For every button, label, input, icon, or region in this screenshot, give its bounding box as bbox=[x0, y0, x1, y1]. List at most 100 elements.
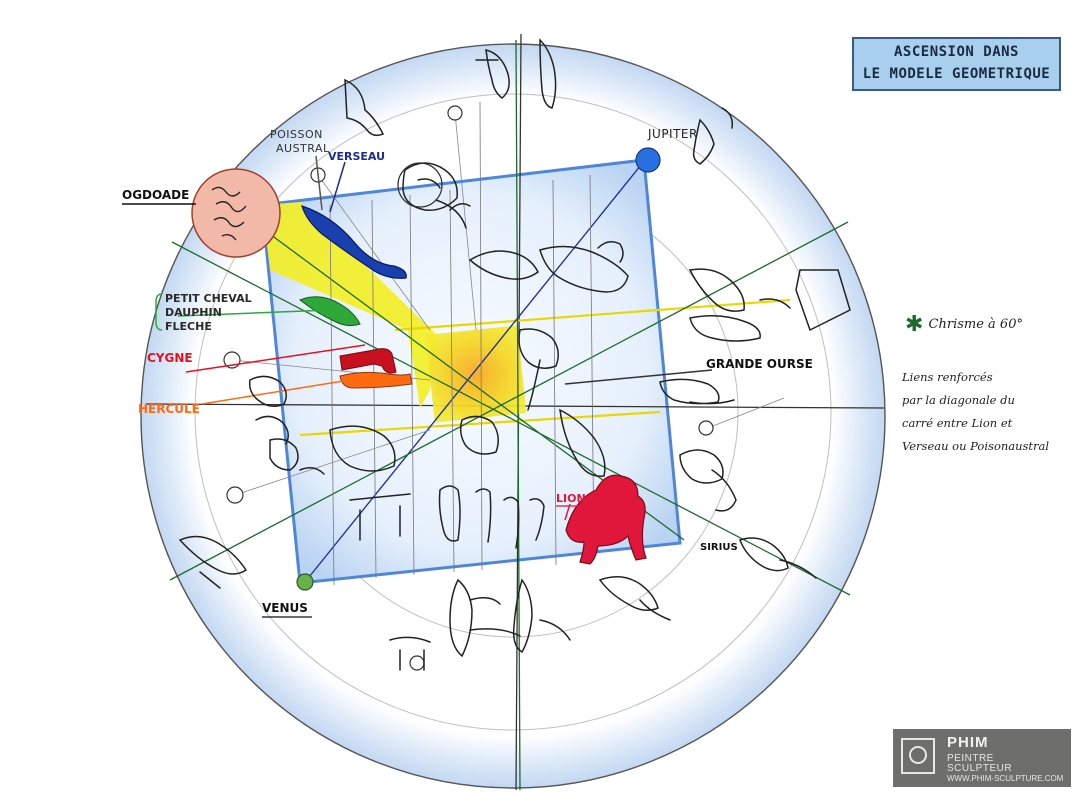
ogdoade-circle bbox=[191, 168, 281, 258]
note-line: Liens renforcés bbox=[902, 370, 993, 384]
label-petit-cheval: PETIT CHEVAL bbox=[165, 292, 252, 305]
hercule-pointer bbox=[201, 374, 381, 405]
sketch-figure bbox=[539, 241, 629, 293]
label-verseau: VERSEAU bbox=[328, 150, 385, 163]
label-jupiter: JUPITER bbox=[647, 127, 698, 141]
sketch-figure bbox=[518, 328, 559, 411]
verseau-figure bbox=[301, 205, 407, 279]
sketch-figure bbox=[559, 408, 606, 477]
grid-line bbox=[479, 101, 483, 571]
yellow-square bbox=[425, 325, 527, 423]
grid-line bbox=[449, 189, 455, 573]
petit-cheval-pointer bbox=[177, 309, 331, 317]
title-line-2: LE MODELE GEOMETRIQUE bbox=[862, 66, 1051, 82]
sketch-figure bbox=[475, 49, 510, 99]
label-fleche: FLECHE bbox=[165, 320, 212, 333]
title-box: ASCENSION DANS LE MODELE GEOMETRIQUE bbox=[852, 37, 1061, 91]
radial-guide bbox=[317, 174, 431, 331]
sketch-figure bbox=[329, 425, 396, 472]
sketch-figure bbox=[438, 485, 492, 543]
phim-logo: PHIM PEINTRE SCULPTEUR WWW.PHIM-SCULPTUR… bbox=[893, 729, 1071, 787]
label-venus: VENUS bbox=[262, 601, 308, 615]
petit-cheval-figure bbox=[299, 296, 361, 327]
sketch-figure bbox=[435, 199, 471, 229]
sketch-figure bbox=[679, 449, 737, 512]
cygne-figure bbox=[339, 348, 397, 374]
logo-line-3: SCULPTEUR bbox=[947, 763, 1013, 774]
grande-ourse-pointer bbox=[564, 369, 713, 385]
chrisme-star-icon: ✱ bbox=[905, 312, 924, 337]
sketch-figure bbox=[269, 438, 325, 475]
title-line-1: ASCENSION DANS bbox=[893, 44, 1019, 60]
sketch-figure bbox=[402, 162, 458, 211]
small-circle bbox=[226, 486, 244, 504]
chrisme-annotation: ✱ Chrisme à 60° bbox=[905, 312, 1023, 337]
diagonal-venus-jupiter bbox=[304, 159, 646, 583]
small-circle bbox=[447, 105, 463, 121]
verseau-pointer bbox=[329, 161, 346, 213]
yellow-line-1 bbox=[394, 298, 791, 332]
label-grande-ourse: GRANDE OURSE bbox=[706, 357, 813, 371]
label-poisson-austral-2: AUSTRAL bbox=[276, 142, 330, 155]
yellow-lines bbox=[299, 298, 791, 437]
petit-cheval-bracket bbox=[155, 293, 163, 331]
sketch-figure bbox=[459, 415, 499, 455]
label-dauphin: DAUPHIN bbox=[165, 306, 222, 319]
label-poisson-austral: POISSON bbox=[270, 128, 323, 141]
green-chrisme-line-3 bbox=[171, 241, 851, 596]
guide-circle-outer bbox=[194, 93, 832, 731]
label-cygne: CYGNE bbox=[147, 351, 193, 365]
poisson-pointer bbox=[315, 155, 323, 211]
sketch-figure bbox=[659, 378, 735, 405]
sketch-figure bbox=[178, 535, 248, 589]
radial-guides bbox=[231, 112, 785, 496]
green-chrisme-line-1 bbox=[169, 221, 849, 581]
sketch-figure bbox=[689, 315, 761, 342]
grid-line bbox=[409, 194, 415, 576]
yellow-line-2 bbox=[299, 410, 661, 437]
lion-pointer bbox=[564, 503, 571, 521]
sketch-figure bbox=[349, 493, 411, 541]
note-line: par la diagonale du bbox=[902, 393, 1015, 407]
sketch-figures bbox=[178, 38, 851, 671]
label-ogdoade: OGDOADE bbox=[122, 188, 189, 202]
phim-logo-mark-icon bbox=[901, 738, 935, 774]
sketch-figure bbox=[503, 496, 545, 549]
sketch-figure bbox=[539, 38, 557, 109]
sketch-figure bbox=[389, 628, 521, 671]
cygne-pointer bbox=[185, 344, 366, 373]
grid-line bbox=[329, 204, 335, 586]
pointers bbox=[177, 155, 713, 521]
logo-name: PHIM bbox=[947, 734, 989, 751]
sketch-figure bbox=[688, 268, 745, 312]
lion-figure bbox=[565, 474, 647, 565]
sketch-figure bbox=[598, 576, 671, 621]
chrisme-text: Chrisme à 60° bbox=[928, 317, 1023, 332]
radial-guide bbox=[707, 397, 785, 429]
sketch-figure bbox=[248, 375, 289, 445]
jupiter-planet bbox=[635, 147, 661, 173]
sketch-figure bbox=[468, 250, 539, 280]
small-circles bbox=[223, 105, 714, 671]
label-sirius: SIRIUS bbox=[700, 542, 738, 553]
ogdoade-figures bbox=[211, 186, 247, 241]
label-hercule: HERCULE bbox=[138, 402, 200, 416]
logo-url: WWW.PHIM-SCULPTURE.COM bbox=[947, 774, 1064, 783]
label-lion: LION bbox=[556, 492, 586, 505]
handwritten-note: Liens renforcés par la diagonale du carr… bbox=[902, 366, 1077, 458]
grid-line bbox=[552, 179, 557, 566]
venus-planet bbox=[296, 573, 314, 591]
small-circle bbox=[409, 655, 425, 671]
green-chrisme-line-2 bbox=[515, 39, 521, 791]
logo-line-2: PEINTRE bbox=[947, 753, 994, 764]
hercule-figure bbox=[339, 371, 413, 389]
radial-guide bbox=[234, 429, 431, 496]
small-circle bbox=[698, 420, 714, 436]
labels: POISSON AUSTRAL VERSEAU JUPITER OGDOADE … bbox=[122, 127, 813, 618]
sketch-figure bbox=[512, 578, 571, 654]
yellow-band bbox=[262, 202, 438, 408]
radial-guide bbox=[454, 112, 477, 331]
note-line: Verseau ou Poisonaustral bbox=[902, 439, 1050, 453]
sketch-figure bbox=[449, 578, 501, 658]
